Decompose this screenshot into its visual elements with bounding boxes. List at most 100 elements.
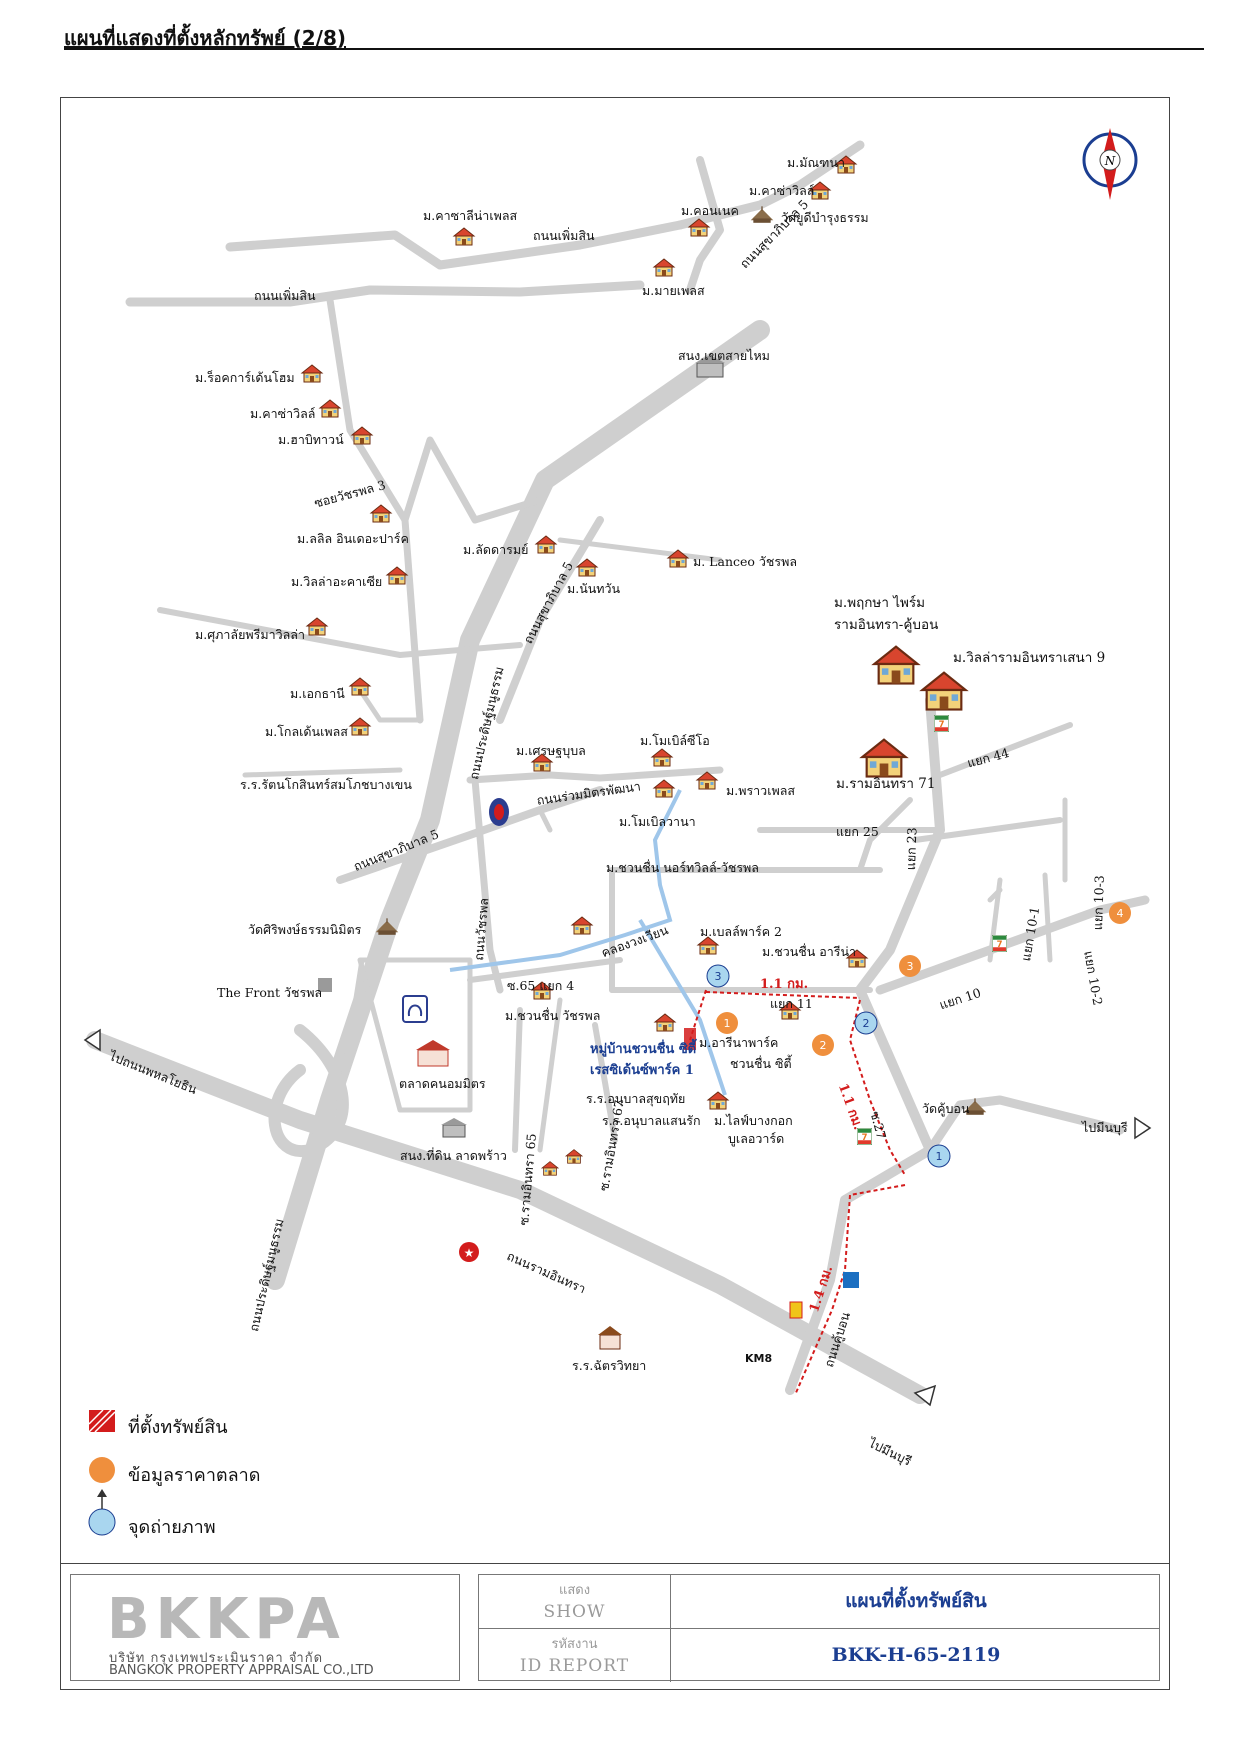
- id-value: BKK-H-65-2119: [831, 1644, 1001, 1666]
- road-label: แยก 11: [770, 996, 813, 1011]
- market-marker-2: 2: [820, 1039, 827, 1052]
- seven-eleven-icon: [934, 715, 949, 732]
- bank-icon-blue: [843, 1272, 859, 1288]
- place-label: ตลาดคนอมมิตร: [399, 1076, 486, 1091]
- place-label: ม.ชวนชื่น นอร์ทวิลล์-วัชรพล: [606, 860, 759, 875]
- id-label-en: ID REPORT: [519, 1656, 630, 1676]
- place-label: ม.มายเพลส: [642, 283, 705, 298]
- distance-label: 1.1 กม.: [760, 977, 809, 992]
- road-label: แยก 23: [903, 827, 920, 871]
- company-name-th: บริษัท กรุงเทพประเมินราคา จำกัด: [109, 1651, 324, 1666]
- subject-property-label: หมู่บ้านชวนชื่น ซิตี้: [590, 1042, 697, 1057]
- road-network: [86, 140, 1150, 1404]
- place-label: ม.ลัดดารมย์: [463, 542, 529, 557]
- place-label: สนง.ที่ดิน ลาดพร้าว: [400, 1148, 507, 1163]
- place-label: วัดคู้บอน: [922, 1101, 970, 1116]
- page-title: แผนที่แสดงที่ตั้งหลักทรัพย์ (2/8): [64, 26, 347, 50]
- place-label: ร.ร.อนุบาลแสนรัก: [602, 1113, 701, 1128]
- seven-eleven-icon: [992, 935, 1007, 952]
- district-office-icon: [695, 355, 725, 378]
- legend-icons: [88, 1409, 116, 1536]
- caltex-icon: ★: [459, 1242, 479, 1262]
- svg-text:★: ★: [464, 1246, 475, 1260]
- seven-eleven-icon: [857, 1128, 872, 1145]
- place-label: ม.มัณฑนา: [787, 155, 845, 170]
- photo-marker-2: 2: [863, 1017, 870, 1030]
- km8-label: KM8: [745, 1352, 773, 1365]
- place-label: ม.โกลเด้นเพลส: [265, 724, 348, 739]
- page-header: แผนที่แสดงที่ตั้งหลักทรัพย์ (2/8): [64, 22, 1204, 50]
- store-icon: [789, 1301, 803, 1319]
- road-label: ซ.65 แยก 4: [507, 978, 575, 993]
- condo-icon: [318, 978, 332, 992]
- direction-arrows: [83, 1028, 1152, 1407]
- place-label: ชวนชื่น ซิตี้: [730, 1056, 792, 1071]
- place-label: ม. Lanceo วัชรพล: [693, 554, 798, 569]
- place-label: ม.พฤกษา ไพร์ม: [834, 595, 926, 611]
- place-label: ร.ร.ฉัตรวิทยา: [572, 1358, 647, 1373]
- place-label: ม.วิลล่ารามอินทราเสนา 9: [953, 650, 1106, 666]
- road-label: ถนนเพิ่มสิน: [254, 288, 316, 303]
- photo-marker-1: 1: [936, 1150, 943, 1163]
- id-row: รหัสงาน ID REPORT BKK-H-65-2119: [479, 1628, 1159, 1682]
- subject-property-label: เรสซิเด้นซ์พาร์ค 1: [590, 1063, 694, 1078]
- legend-photo-point-text: จุดถ่ายภาพ: [128, 1517, 216, 1538]
- gas-station-icon: [489, 798, 509, 826]
- market-marker-1: 1: [724, 1017, 731, 1030]
- market-marker-3: 3: [907, 960, 914, 973]
- id-label-th: รหัสงาน: [551, 1637, 598, 1652]
- company-name-en: BANGKOK PROPERTY APPRAISAL CO.,LTD: [109, 1663, 374, 1678]
- place-label: ม.เบลล์พาร์ค 2: [700, 924, 783, 939]
- bank-logo-icon: [402, 995, 428, 1023]
- road-label: แยก 25: [836, 824, 879, 839]
- market-markers: 1 2 3 4: [716, 902, 1131, 1056]
- place-label: ม.ชวนชื่น อารีน่า: [762, 944, 857, 959]
- show-value: แผนที่ตั้งทรัพย์สิน: [845, 1590, 987, 1612]
- place-label: ม.ชวนชื่น วัชรพล: [505, 1008, 601, 1023]
- photo-marker-3: 3: [715, 970, 722, 983]
- place-label: บูเลอวาร์ด: [728, 1131, 785, 1146]
- place-label: The Front วัชรพล: [217, 985, 323, 1000]
- legend-market-data-text: ข้อมูลราคาตลาด: [128, 1465, 261, 1486]
- company-logo: BKKPA: [107, 1587, 346, 1652]
- id-label: รหัสงาน ID REPORT: [479, 1629, 671, 1682]
- road-label: ไปมีนบุรี: [1082, 1120, 1128, 1135]
- place-label: ร.ร.รัตนโกสินทร์สมโภชบางเขน: [240, 777, 412, 792]
- place-label: ม.นันทวัน: [567, 581, 621, 596]
- place-label: ม.คาซาลีน่าเพลส: [423, 208, 518, 223]
- place-label: ม.ไลฟ์บางกอก: [714, 1113, 793, 1128]
- place-label: ร.ร.อนุบาลสุขฤทัย: [586, 1091, 686, 1106]
- place-label: รามอินทรา-คู้บอน: [834, 617, 939, 633]
- market-building-icon: [416, 1040, 450, 1067]
- photo-markers: 3 2 1: [706, 964, 951, 1168]
- canal: [449, 789, 727, 1096]
- road-label: แยก 10-3: [1090, 874, 1107, 931]
- map-canvas: 7: [83, 128, 1152, 1536]
- show-label-en: SHOW: [543, 1602, 606, 1622]
- place-label: วัดยูดีบำรุงธรรม: [781, 210, 869, 225]
- compass-icon: N: [1082, 128, 1138, 200]
- legend-property-text: ที่ตั้งทรัพย์สิน: [128, 1417, 228, 1438]
- school-icon: [598, 1326, 622, 1350]
- company-logo-box: BKKPA บริษัท กรุงเทพประเมินราคา จำกัด BA…: [70, 1574, 460, 1681]
- place-label: ม.รามอินทรา 71: [836, 776, 936, 792]
- place-label: ม.ศุภาลัยพรีมาวิลล่า: [195, 627, 305, 642]
- place-label: ม.ฮาบิทาวน์: [278, 432, 344, 447]
- place-label: ม.อารีนาพาร์ค: [699, 1035, 779, 1050]
- info-table: แสดง SHOW แผนที่ตั้งทรัพย์สิน รหัสงาน ID…: [478, 1574, 1160, 1682]
- place-label: ม.คาซ่าวิลล์: [250, 406, 316, 421]
- map-frame: [60, 97, 1170, 1690]
- place-label: ม.เอกธานี: [290, 686, 345, 701]
- title-block: BKKPA บริษัท กรุงเทพประเมินราคา จำกัด BA…: [60, 1563, 1170, 1690]
- show-row: แสดง SHOW แผนที่ตั้งทรัพย์สิน: [479, 1575, 1159, 1628]
- place-label: ม.วิลล่าอะคาเซีย: [291, 574, 383, 589]
- show-label: แสดง SHOW: [479, 1575, 671, 1628]
- place-label: ม.ลลิล อินเดอะปาร์ค: [297, 531, 409, 546]
- place-label: ม.โมเบิล์ซีโอ: [640, 733, 710, 748]
- place-label: สนง.เขตสายไหม: [678, 348, 770, 363]
- place-label: ม.โมเบิลวานา: [619, 814, 696, 829]
- place-label: ม.พราวเพลส: [726, 783, 796, 798]
- show-label-th: แสดง: [558, 1583, 591, 1598]
- place-label: ม.คาซ่าวิลล์: [749, 183, 815, 198]
- land-office-icon: [441, 1118, 467, 1138]
